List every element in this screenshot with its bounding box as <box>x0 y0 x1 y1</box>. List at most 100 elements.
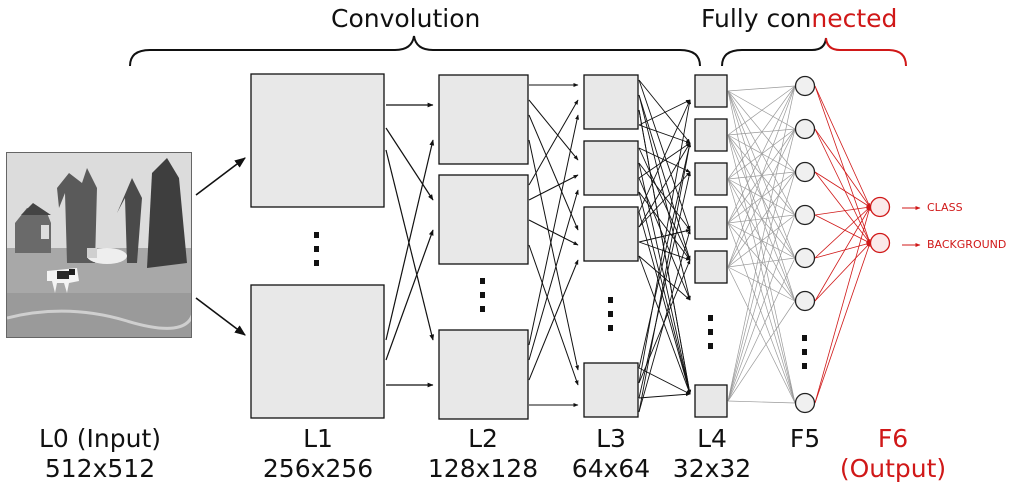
arrow-l3-l4 <box>638 367 691 395</box>
arrow-l3-l4 <box>638 241 691 261</box>
connection-l4-f5 <box>727 85 796 92</box>
l4-box-5 <box>694 250 728 284</box>
arrow-l3-l4 <box>638 142 692 413</box>
connection-l4-f5 <box>727 85 796 402</box>
arrow-l3-l4 <box>638 142 691 179</box>
layer-name-l1: L1 <box>303 424 333 453</box>
f5-neuron-2 <box>794 118 816 140</box>
connection-l4-f5 <box>727 90 796 404</box>
f6-neuron-background <box>869 232 891 254</box>
l4-box-1 <box>694 74 728 108</box>
arrow-l3-l4 <box>638 99 692 384</box>
arrow-l3-l4 <box>638 109 692 395</box>
l4-boxes <box>694 74 728 418</box>
layer-name-l4: L4 <box>697 424 727 453</box>
arrow-input-l1-bottom <box>195 297 246 336</box>
arrow-l3-l4 <box>638 229 691 243</box>
connection-l4-f5 <box>727 85 796 224</box>
fully-connected-title-black: Fully con <box>701 4 812 33</box>
f5-neuron-3 <box>794 161 816 183</box>
l3-box-3 <box>583 206 639 262</box>
arrow-l3-l4 <box>638 229 691 413</box>
layer-label-l2: L2 128x128 <box>428 424 538 484</box>
connection-l4-f5 <box>727 266 796 404</box>
connection-f5-f6 <box>814 206 871 259</box>
farm-scene-picture <box>7 153 191 337</box>
arrow-l3-l4 <box>638 94 691 301</box>
layer-label-f6: F6 (Output) <box>840 424 946 484</box>
connection-f5-f6 <box>814 171 871 244</box>
connection-l4-f5 <box>727 134 796 259</box>
arrows-l1-l2 <box>385 102 435 388</box>
l4-box-3 <box>694 162 728 196</box>
arrow-l3-l4 <box>638 94 691 261</box>
connection-f5-f6 <box>814 242 871 259</box>
arrow-l3-l4 <box>638 99 691 126</box>
connection-f5-f6 <box>814 85 871 208</box>
connection-l4-f5 <box>727 134 796 173</box>
layer-size-f6: (Output) <box>839 454 947 483</box>
connection-l4-f5 <box>727 128 796 402</box>
connection-l4-f5 <box>727 257 796 402</box>
fully-connected-title: Fully connected <box>701 4 897 33</box>
connection-l4-f5 <box>727 171 796 268</box>
connection-l4-f5 <box>727 214 796 402</box>
connection-l4-f5 <box>727 222 796 404</box>
layer-size-l2: 128x128 <box>427 454 539 483</box>
layer-label-f5: F5 <box>790 424 820 454</box>
connection-l4-f5 <box>727 85 796 136</box>
arrow-input-l1-top <box>195 157 246 196</box>
connection-f5-f6 <box>814 85 871 244</box>
layer-size-l1: 256x256 <box>262 454 374 483</box>
layer-label-l0: L0 (Input) 512x512 <box>39 424 161 484</box>
connection-f5-f6 <box>814 205 871 216</box>
connection-l4-f5 <box>727 300 796 402</box>
l4-box-2 <box>694 118 728 152</box>
connection-l4-f5 <box>727 222 796 302</box>
connection-f5-f6 <box>814 206 871 302</box>
layer-name-l3: L3 <box>596 424 626 453</box>
connection-l4-f5 <box>727 178 796 404</box>
l4-ellipsis <box>708 315 713 349</box>
arrow-l3-l4 <box>638 147 691 261</box>
convolution-brace <box>129 35 701 67</box>
arrow-l3-l4 <box>638 142 691 228</box>
fully-connected-brace-red <box>825 37 907 67</box>
connection-l4-f5 <box>727 90 796 130</box>
layer-label-l1: L1 256x256 <box>263 424 373 484</box>
layer-size-l3: 64x64 <box>571 454 651 483</box>
arrow-l3-l4 <box>638 124 691 144</box>
connection-f5-f6 <box>814 128 871 208</box>
fully-connected-brace-black <box>721 37 827 67</box>
arrow-l3-l4 <box>638 255 691 395</box>
l3-box-4 <box>583 362 639 418</box>
arrow-l3-l4 <box>638 191 691 395</box>
arrows-l3-l4 <box>638 79 692 413</box>
connection-l4-f5 <box>727 128 796 268</box>
arrow-l3-l4 <box>638 211 691 395</box>
dense-connections-l4-f5 <box>727 85 796 404</box>
arrow-l3-l4 <box>638 162 691 231</box>
f5-neuron-7 <box>794 392 816 414</box>
arrow-l3-l4 <box>638 191 691 261</box>
l2-box-2 <box>438 174 529 265</box>
f5-neuron-6 <box>794 290 816 312</box>
l4-box-4 <box>694 206 728 240</box>
layer-label-l3: L3 64x64 <box>572 424 650 484</box>
connection-l4-f5 <box>727 171 796 402</box>
l1-ellipsis <box>314 232 319 266</box>
connection-l4-f5 <box>727 178 796 259</box>
layer-size-l4: 32x32 <box>672 454 752 483</box>
arrows-l2-l3 <box>528 83 580 407</box>
f6-neuron-class <box>869 196 891 218</box>
connection-l4-f5 <box>727 90 796 216</box>
l3-box-2 <box>583 140 639 196</box>
connection-f5-f6 <box>814 242 871 302</box>
connection-f5-f6 <box>814 242 871 404</box>
arrow-l3-l4 <box>638 142 691 369</box>
arrow-l3-l4 <box>638 99 691 213</box>
f5-ellipsis <box>802 335 807 369</box>
connection-l4-f5 <box>727 90 796 173</box>
output-label-class: CLASS <box>927 201 963 214</box>
